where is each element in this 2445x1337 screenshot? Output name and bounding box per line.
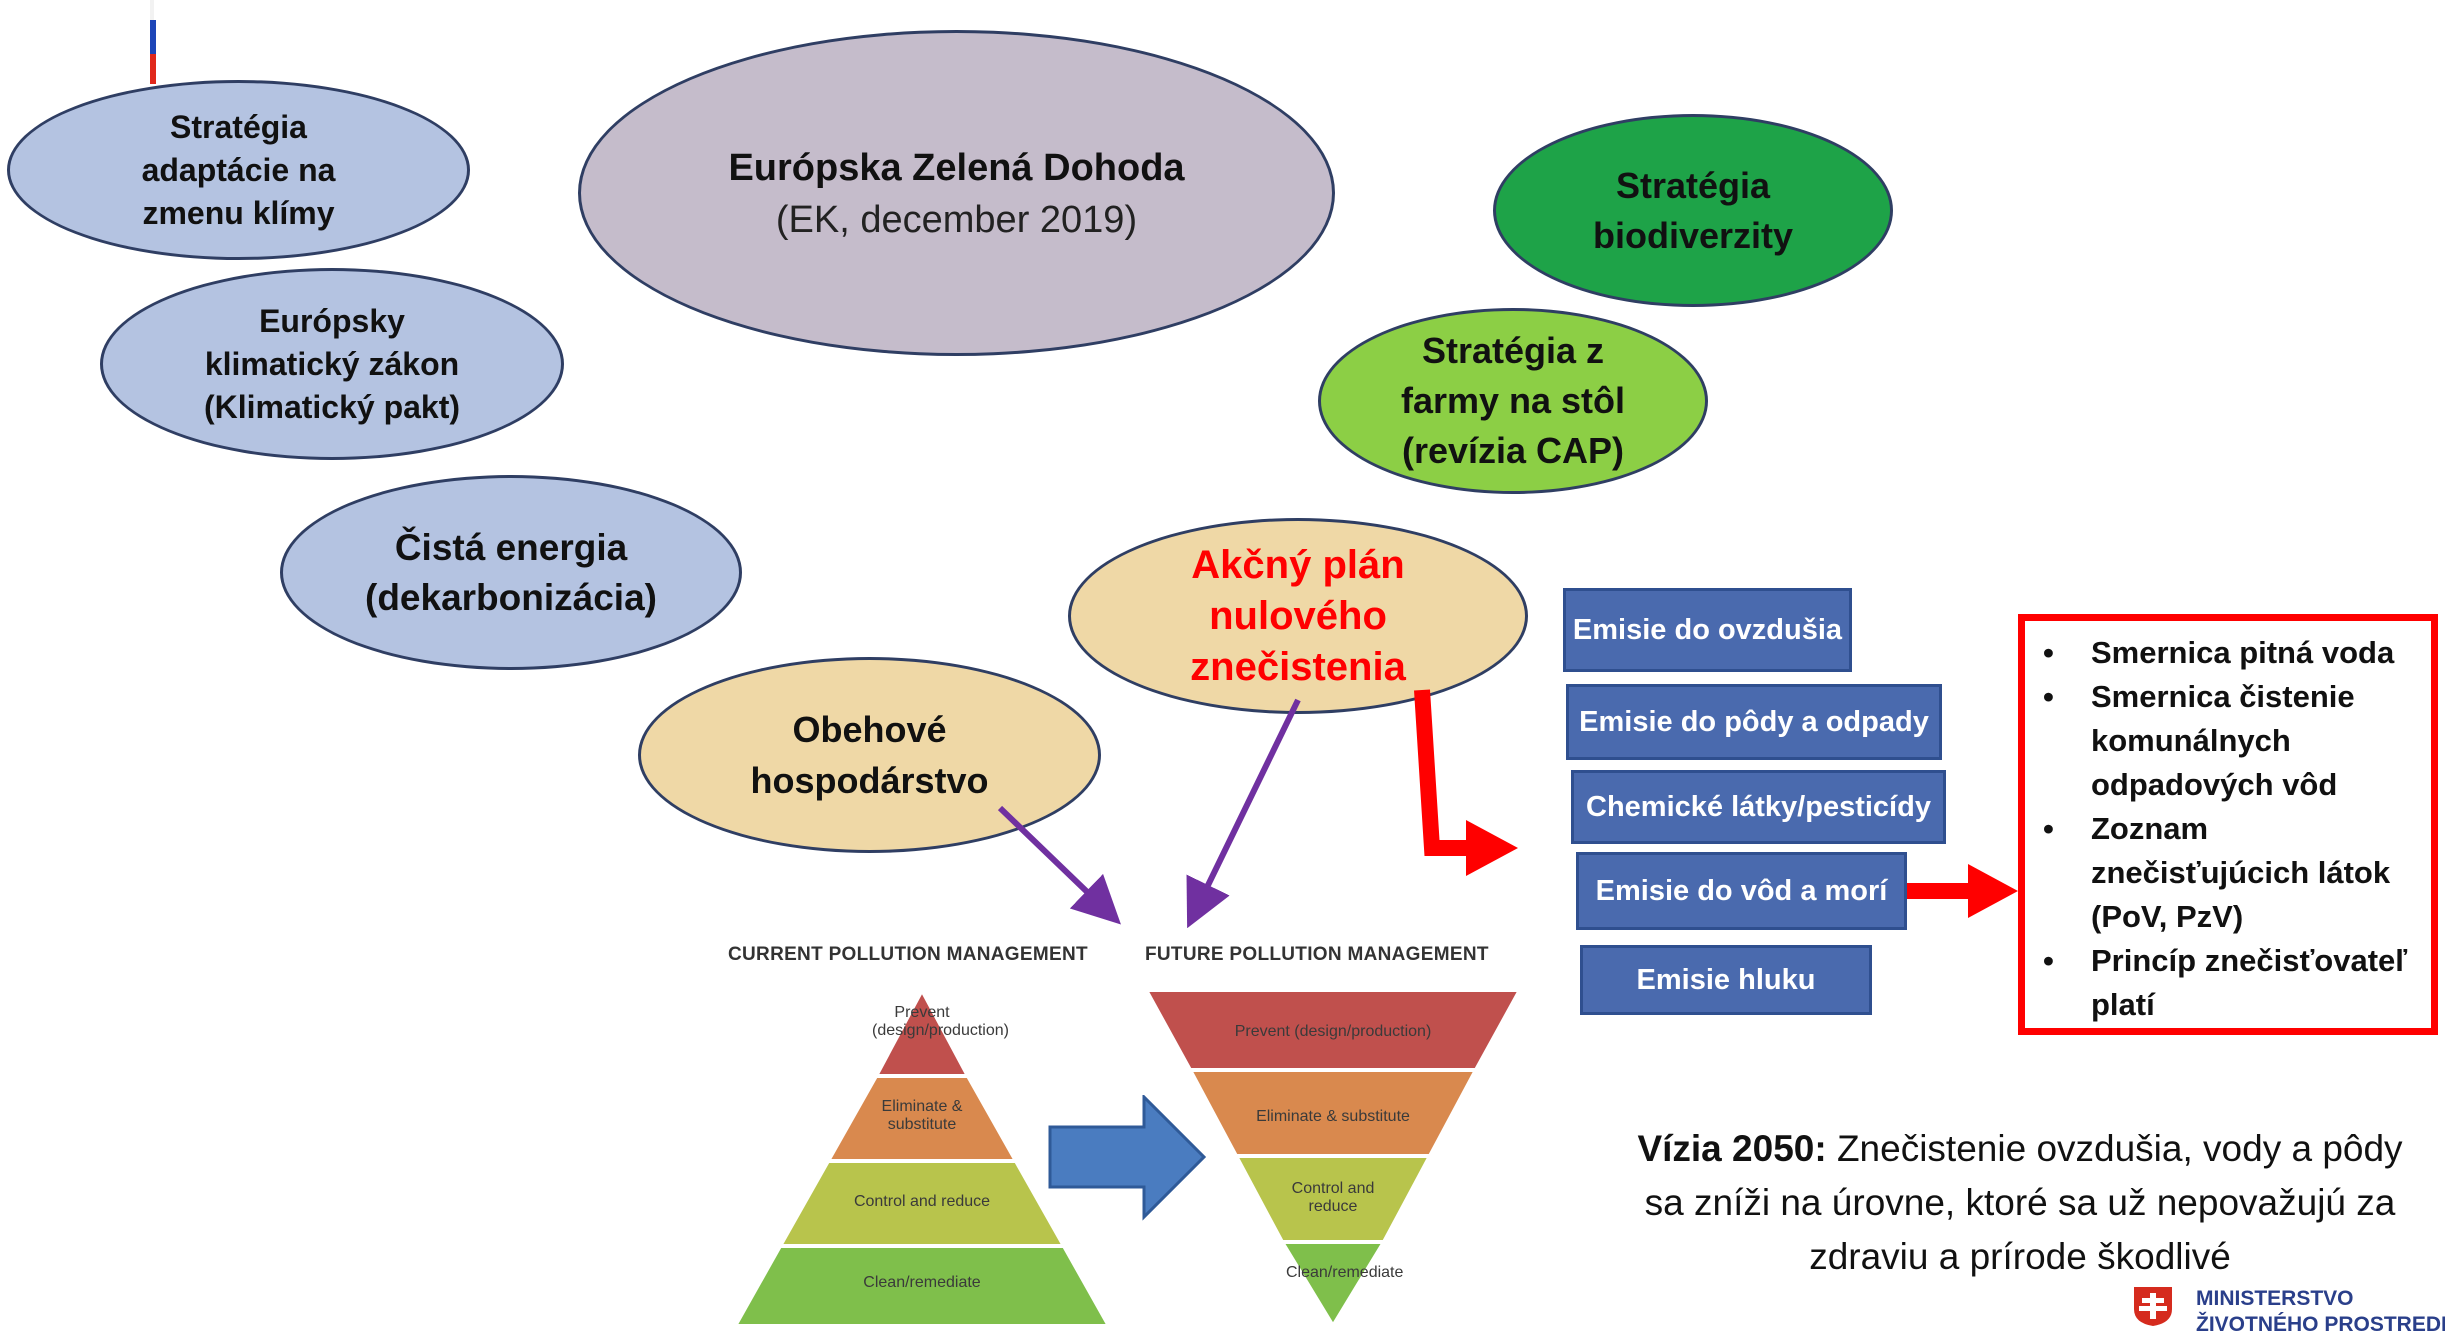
zero-pollution-ellipse: Akčný plán nulového znečistenia	[1068, 518, 1528, 714]
circular-economy-label: Obehové hospodárstvo	[750, 709, 989, 801]
emission-box-air: Emisie do ovzdušia	[1563, 588, 1852, 672]
legislation-list-box: •Smernica pitná voda •Smernica čistenie …	[2018, 614, 2438, 1035]
decarbonization-label: (dekarbonizácia)	[365, 576, 657, 618]
future-prevent-label: Prevent (design/production)	[1234, 1023, 1432, 1040]
future-eliminate-label: Eliminate & substitute	[1256, 1108, 1410, 1125]
flag-line-red	[150, 54, 156, 84]
current-control-label: Control and reduce	[853, 1193, 991, 1210]
legislation-list: •Smernica pitná voda •Smernica čistenie …	[2025, 631, 2423, 1027]
transition-arrow	[1048, 1095, 1207, 1221]
clean-energy-ellipse: Čistá energia (dekarbonizácia)	[280, 475, 742, 670]
flag-line-blue	[150, 20, 156, 54]
emission-box-noise: Emisie hluku	[1580, 945, 1872, 1015]
legislation-item: •Smernica pitná voda	[2043, 635, 2395, 670]
green-deal-title: Európska Zelená Dohoda	[728, 146, 1185, 189]
flag-line-white	[150, 0, 154, 35]
vision-line-1: Vízia 2050: Znečistenie ovzdušia, vody a…	[1637, 1128, 2403, 1169]
green-deal-subtitle: (EK, december 2019)	[775, 199, 1138, 242]
legislation-item: •Smernica čistenie komunálnych odpadovýc…	[2043, 679, 2355, 802]
biodiversity-ellipse: Stratégia biodiverzity	[1493, 114, 1893, 307]
current-level-clean	[732, 1244, 1112, 1326]
adaptation-strategy-ellipse: Stratégia adaptácie na zmenu klímy	[7, 80, 470, 260]
biodiversity-label: Stratégia biodiverzity	[1592, 164, 1794, 256]
current-pollution-title: CURRENT POLLUTION MANAGEMENT	[728, 944, 1088, 965]
red-straight-arrowhead	[1968, 864, 2018, 918]
future-pollution-pyramid	[1143, 990, 1523, 1326]
vision-label: Vízia 2050:	[1637, 1128, 1827, 1169]
ministry-name-line2: ŽIVOTNÉHO PROSTREDIA	[2196, 1313, 2445, 1336]
current-prevent-label: Prevent (design/production)	[872, 1004, 1009, 1040]
future-level-clean	[1278, 1240, 1388, 1326]
vision-2050-text: Vízia 2050: Znečistenie ovzdušia, vody a…	[1595, 1122, 2445, 1284]
slovak-coat-of-arms-icon	[2134, 1287, 2172, 1326]
climate-pact-label: (Klimatický pakt)	[203, 388, 461, 425]
circular-economy-ellipse: Obehové hospodárstvo	[638, 657, 1101, 853]
ministry-name-line1: MINISTERSTVO	[2196, 1287, 2354, 1310]
vision-line-3: zdraviu a prírode škodlivé	[1809, 1236, 2231, 1277]
red-elbow-arrowhead	[1466, 820, 1518, 876]
future-clean-label: Clean/remediate	[1286, 1264, 1404, 1281]
green-deal-ellipse: Európska Zelená Dohoda (EK, december 201…	[578, 30, 1335, 356]
farm-to-fork-label: Stratégia z farmy na stôl	[1400, 330, 1626, 421]
future-control-label: Control and reduce	[1291, 1180, 1375, 1216]
circular-to-pyramid-arrow	[997, 805, 1121, 925]
emission-box-soil: Emisie do pôdy a odpady	[1566, 684, 1942, 760]
emission-box-chemicals: Chemické látky/pesticídy	[1571, 770, 1946, 844]
climate-law-ellipse: Európsky klimatický zákon (Klimatický pa…	[100, 268, 564, 460]
adaptation-strategy-label: Stratégia adaptácie na zmenu klímy	[141, 108, 336, 231]
future-pollution-title: FUTURE POLLUTION MANAGEMENT	[1145, 944, 1489, 965]
vision-line-2: sa zníži na úrovne, ktoré sa už nepovažu…	[1644, 1182, 2396, 1223]
zero-pollution-label: Akčný plán nulového znečistenia	[1190, 542, 1406, 689]
red-elbow-arrow	[1414, 689, 1470, 856]
current-pollution-pyramid	[732, 990, 1112, 1326]
cap-revision-label: (revízia CAP)	[1401, 430, 1625, 471]
climate-law-label: Európsky klimatický zákon	[204, 302, 460, 382]
zero-pollution-to-pyramid-arrow	[1186, 698, 1301, 929]
current-eliminate-label: Eliminate & substitute	[881, 1098, 963, 1134]
legislation-item: •Princíp znečisťovateľ platí	[2043, 943, 2408, 1022]
current-clean-label: Clean/remediate	[863, 1274, 981, 1291]
legislation-item: •Zoznam znečisťujúcich látok (PoV, PzV)	[2043, 811, 2391, 934]
emission-box-water: Emisie do vôd a morí	[1576, 852, 1907, 930]
farm-to-fork-ellipse: Stratégia z farmy na stôl (revízia CAP)	[1318, 308, 1708, 494]
clean-energy-label: Čistá energia	[394, 526, 628, 568]
